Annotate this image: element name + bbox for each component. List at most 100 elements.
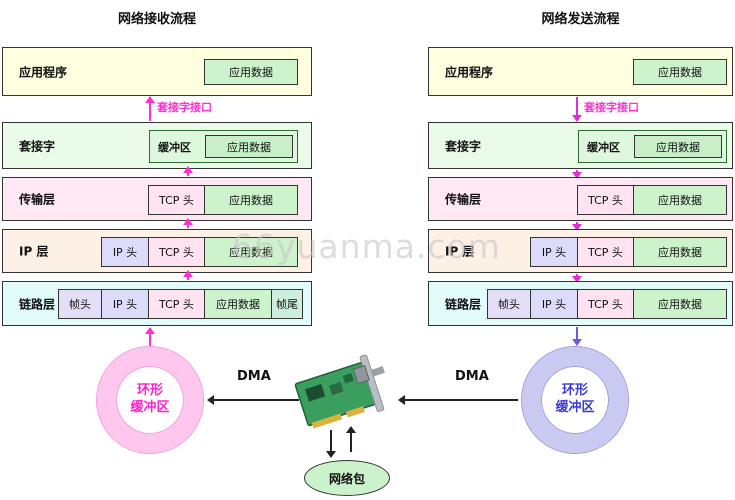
send-arrow-transport-to-ip xyxy=(572,222,582,231)
arrow-head xyxy=(183,166,193,173)
arrow-shaft xyxy=(187,276,189,280)
receive-link-app-data-box: 应用数据 xyxy=(204,289,272,319)
send-ring-buffer: 环形 缓冲区 xyxy=(522,347,628,453)
arrow-shaft xyxy=(187,172,189,176)
receive-socket-layer: 套接字 缓冲区 应用数据 xyxy=(2,122,312,169)
send-link-tcp-box: TCP 头 xyxy=(577,289,634,319)
receive-frame-header-box: 帧头 xyxy=(58,289,102,319)
send-transport-layer: 传输层 TCP 头 应用数据 xyxy=(428,177,733,221)
arrow-shaft xyxy=(576,97,578,116)
send-link-ip-box: IP 头 xyxy=(530,289,578,319)
nic-to-packet-arrow xyxy=(326,430,336,458)
send-app-data-box: 应用数据 xyxy=(633,59,727,85)
arrow-head xyxy=(145,96,155,103)
receive-arrow-ring-to-link xyxy=(145,327,155,346)
arrow-shaft xyxy=(404,399,518,401)
receive-buffer-label: 缓冲区 xyxy=(158,140,191,154)
send-socket-interface-arrow xyxy=(572,97,582,122)
receive-link-layer: 链路层 帧头 IP 头 TCP 头 应用数据 帧尾 xyxy=(2,281,312,326)
arrow-head xyxy=(346,426,356,433)
receive-ip-layer: IP 层 IP 头 TCP 头 应用数据 xyxy=(2,229,312,273)
arrow-head xyxy=(183,270,193,277)
send-flow-title: 网络发送流程 xyxy=(541,12,620,27)
send-transport-app-data-box: 应用数据 xyxy=(633,185,727,215)
arrow-shaft xyxy=(576,327,578,340)
receive-link-tcp-box: TCP 头 xyxy=(148,289,205,319)
send-ip-layer: IP 层 IP 头 TCP 头 应用数据 xyxy=(428,229,733,273)
send-socket-buffer-box: 缓冲区 应用数据 xyxy=(578,130,727,163)
arrow-shaft xyxy=(350,432,352,452)
receive-socket-interface-arrow xyxy=(145,96,155,121)
receive-link-label: 链路层 xyxy=(19,297,56,311)
send-socket-label: 套接字 xyxy=(445,139,482,153)
send-arrow-ip-to-link xyxy=(572,274,582,283)
receive-socket-interface-label: 套接字接口 xyxy=(157,101,212,114)
receive-transport-label: 传输层 xyxy=(19,192,56,207)
receive-transport-app-data-box: 应用数据 xyxy=(204,185,298,215)
receive-application-layer: 应用程序 应用数据 xyxy=(2,47,312,96)
arrow-head xyxy=(572,172,582,179)
send-ring-buffer-line1: 环形 xyxy=(561,383,588,399)
receive-application-label: 应用程序 xyxy=(19,65,68,79)
receive-flow-title: 网络接收流程 xyxy=(117,12,196,27)
arrow-head xyxy=(207,395,214,405)
send-arrow-link-to-ring xyxy=(572,327,582,346)
send-ip-label: IP 层 xyxy=(445,244,475,259)
send-link-app-data-box: 应用数据 xyxy=(633,289,727,319)
receive-arrow-link-to-ip xyxy=(183,270,193,280)
send-dma-arrow xyxy=(398,395,518,405)
arrow-head xyxy=(183,218,193,225)
arrow-shaft xyxy=(149,333,151,346)
arrow-shaft xyxy=(187,224,189,228)
send-link-label: 链路层 xyxy=(445,297,482,311)
receive-frame-tail-box: 帧尾 xyxy=(271,289,303,319)
arrow-head xyxy=(572,339,582,346)
arrow-shaft xyxy=(576,170,578,173)
send-socket-app-data-box: 应用数据 xyxy=(634,135,722,158)
send-arrow-socket-to-transport xyxy=(572,170,582,179)
send-application-label: 应用程序 xyxy=(445,65,494,79)
arrow-shaft xyxy=(576,274,578,277)
send-dma-label: DMA xyxy=(455,369,489,384)
receive-ring-buffer-line1: 环形 xyxy=(136,383,163,399)
receive-link-ip-box: IP 头 xyxy=(101,289,149,319)
network-packet-ellipse: 网络包 xyxy=(304,460,390,496)
receive-ip-header-box: IP 头 xyxy=(101,237,149,267)
receive-ip-label: IP 层 xyxy=(19,244,49,259)
arrow-shaft xyxy=(213,399,299,401)
send-ring-buffer-line2: 缓冲区 xyxy=(555,400,595,415)
arrow-head xyxy=(145,327,155,334)
receive-ip-app-data-box: 应用数据 xyxy=(204,237,298,267)
receive-socket-buffer-box: 缓冲区 应用数据 xyxy=(149,130,298,163)
send-ip-header-box: IP 头 xyxy=(530,237,578,267)
arrow-head xyxy=(572,276,582,283)
receive-ring-buffer-line2: 缓冲区 xyxy=(130,400,170,415)
send-ip-tcp-box: TCP 头 xyxy=(577,237,634,267)
send-transport-label: 传输层 xyxy=(445,192,482,207)
packet-to-nic-arrow xyxy=(346,426,356,452)
receive-ring-buffer: 环形 缓冲区 xyxy=(97,347,203,453)
arrow-shaft xyxy=(330,430,332,452)
receive-socket-app-data-box: 应用数据 xyxy=(205,135,293,158)
receive-dma-arrow xyxy=(207,395,299,405)
receive-arrow-transport-to-socket xyxy=(183,166,193,176)
network-card-image xyxy=(294,354,385,429)
send-application-layer: 应用程序 应用数据 xyxy=(428,47,733,96)
arrow-head xyxy=(398,395,405,405)
send-transport-tcp-box: TCP 头 xyxy=(577,185,634,215)
receive-ip-tcp-box: TCP 头 xyxy=(148,237,205,267)
receive-app-data-box: 应用数据 xyxy=(204,59,298,85)
receive-transport-tcp-box: TCP 头 xyxy=(148,185,205,215)
receive-arrow-ip-to-transport xyxy=(183,218,193,228)
send-frame-header-box: 帧头 xyxy=(487,289,531,319)
send-buffer-label: 缓冲区 xyxy=(587,140,620,154)
send-socket-layer: 套接字 缓冲区 应用数据 xyxy=(428,122,733,169)
receive-socket-label: 套接字 xyxy=(19,139,56,153)
arrow-shaft xyxy=(149,102,151,121)
send-socket-interface-label: 套接字接口 xyxy=(584,101,639,114)
receive-transport-layer: 传输层 TCP 头 应用数据 xyxy=(2,177,312,221)
arrow-head xyxy=(572,224,582,231)
receive-dma-label: DMA xyxy=(237,369,271,384)
send-link-layer: 链路层 帧头 IP 头 TCP 头 应用数据 xyxy=(428,281,733,326)
